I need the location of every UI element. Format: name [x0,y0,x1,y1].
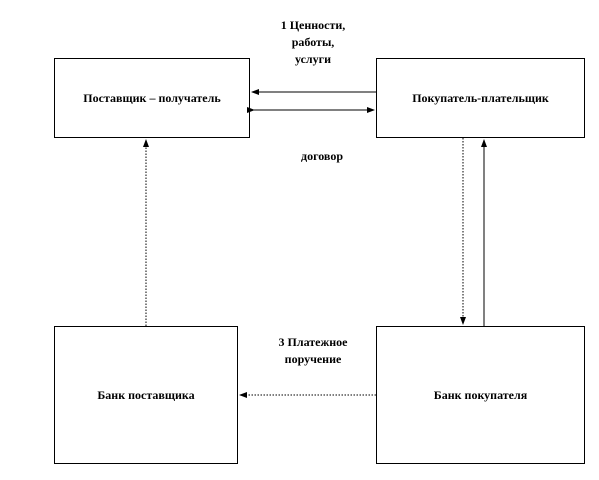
supplier-bank-box: Банк поставщика [54,326,238,464]
buyer-bank-label: Банк покупателя [433,387,528,402]
buyer-bank-box: Банк покупателя [376,326,585,464]
supplier-recipient-box: Поставщик – получатель [54,58,250,138]
buyer-payer-label: Покупатель-плательщик [412,90,549,105]
supplier-recipient-label: Поставщик – получатель [83,90,221,105]
buyer-payer-box: Покупатель-плательщик [376,58,585,138]
supplier-bank-label: Банк поставщика [97,387,195,402]
contract-label: договор [301,149,343,163]
payment-order-label: 3 Платежное поручение [278,335,348,366]
values-works-services-label: 1 Ценности, работы, услуги [280,18,346,66]
